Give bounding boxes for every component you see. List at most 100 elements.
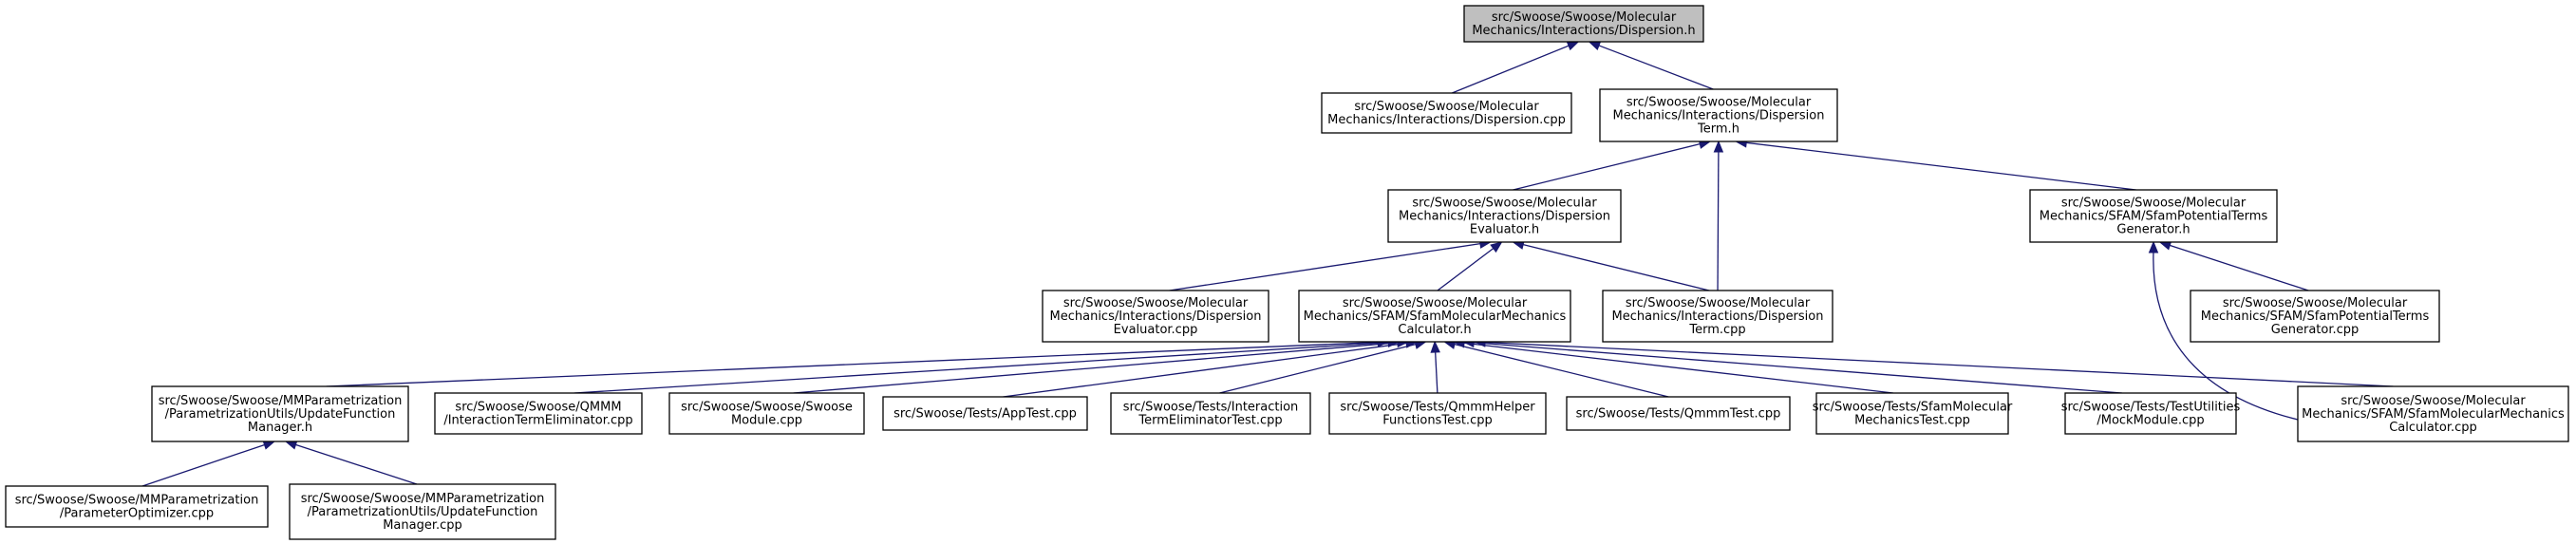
node-update-function-manager-cpp[interactable]: src/Swoose/Swoose/MMParametrization/Para…	[289, 483, 556, 540]
edge-line	[793, 342, 1399, 394]
edge-dispersion-evaluator-cpp-to-dispersion-evaluator-h	[1169, 238, 1493, 291]
node-label-line: src/Swoose/Tests/AppTest.cpp	[893, 407, 1077, 422]
edge-line	[1434, 350, 1438, 394]
node-parameter-optimizer-cpp[interactable]: src/Swoose/Swoose/MMParametrization/Para…	[5, 485, 269, 528]
edge-line	[1219, 343, 1418, 394]
node-label-line: Manager.cpp	[383, 518, 462, 533]
node-dispersion-term-h[interactable]: src/Swoose/Swoose/MolecularMechanics/Int…	[1599, 88, 1838, 142]
arrowhead-icon	[1490, 241, 1503, 253]
edge-line	[326, 341, 1380, 387]
edge-dispersion-term-cpp-to-dispersion-evaluator-h	[1512, 239, 1710, 291]
node-sfam-mm-calculator-h[interactable]: src/Swoose/Swoose/MolecularMechanics/SFA…	[1298, 290, 1571, 343]
node-box	[1321, 92, 1572, 134]
node-box	[5, 485, 269, 528]
node-label-line: src/Swoose/Swoose/Swoose	[681, 401, 853, 415]
node-label-line: src/Swoose/Swoose/MMParametrization	[159, 394, 403, 408]
edge-dispersion-cpp-to-dispersion-h	[1452, 41, 1580, 94]
arrowhead-icon	[1713, 140, 1724, 153]
edge-line	[294, 443, 418, 485]
edge-update-function-manager-h-to-sfam-mm-calculator-h	[326, 337, 1390, 387]
node-qmmm-test-cpp[interactable]: src/Swoose/Tests/QmmmTest.cpp	[1566, 396, 1791, 431]
node-label-line: src/Swoose/Swoose/Molecular	[2061, 197, 2247, 211]
edge-app-test-cpp-to-sfam-mm-calculator-h	[1003, 338, 1419, 398]
node-box	[1042, 290, 1269, 343]
edge-line	[1437, 247, 1495, 291]
edge-line	[1003, 342, 1408, 398]
node-label-line: Term.h	[1697, 122, 1739, 137]
node-sfam-molecular-mechanics-test-cpp[interactable]: src/Swoose/Tests/SfamMolecularMechanicsT…	[1813, 392, 2013, 435]
node-label-line: TermEliminatorTest.cpp	[1138, 414, 1282, 428]
node-label-line: Mechanics/SFAM/SfamPotentialTerms	[2040, 210, 2268, 224]
node-label-line: src/Swoose/Swoose/Molecular	[1626, 296, 1811, 310]
arrowhead-icon	[2148, 240, 2159, 253]
node-interaction-term-eliminator-cpp[interactable]: src/Swoose/Swoose/QMMM/InteractionTermEl…	[434, 392, 643, 435]
node-sfam-mm-calculator-cpp[interactable]: src/Swoose/Swoose/MolecularMechanics/SFA…	[2297, 385, 2569, 442]
node-label-line: src/Swoose/Swoose/Molecular	[1626, 96, 1812, 110]
node-box	[2029, 189, 2278, 243]
edge-line	[1453, 343, 1669, 398]
node-update-function-manager-h[interactable]: src/Swoose/Swoose/MMParametrization/Para…	[151, 385, 409, 442]
node-dispersion-cpp[interactable]: src/Swoose/Swoose/MolecularMechanics/Int…	[1321, 92, 1572, 134]
edge-line	[1513, 142, 1702, 191]
node-sfam-potential-terms-generator-cpp[interactable]: src/Swoose/Swoose/MolecularMechanics/SFA…	[2190, 290, 2440, 343]
node-label-line: /ParameterOptimizer.cpp	[60, 507, 214, 521]
node-label-line: Mechanics/Interactions/Dispersion.h	[1472, 24, 1695, 38]
edge-dispersion-term-h-to-dispersion-h	[1588, 41, 1714, 90]
edge-sfam-potential-terms-generator-h-to-dispersion-term-h	[1735, 138, 2136, 191]
node-box	[1602, 290, 1833, 343]
node-layer: src/Swoose/Swoose/MolecularMechanics/Int…	[5, 5, 2569, 540]
edge-sfam-mm-calculator-cpp-to-sfam-potential-terms-generator-h	[2148, 240, 2299, 421]
node-label-line: src/Swoose/Tests/QmmmHelper	[1340, 401, 1535, 415]
edge-sfam-mm-calculator-h-to-dispersion-evaluator-h	[1437, 241, 1503, 291]
node-label-line: src/Swoose/Tests/QmmmTest.cpp	[1576, 407, 1781, 422]
node-box	[882, 396, 1088, 431]
node-sfam-potential-terms-generator-h[interactable]: src/Swoose/Swoose/MolecularMechanics/SFA…	[2029, 189, 2278, 243]
node-mock-module-cpp[interactable]: src/Swoose/Tests/TestUtilities/MockModul…	[2061, 392, 2241, 435]
edge-update-function-manager-cpp-to-update-function-manager-h	[284, 440, 418, 485]
node-qmmm-helper-functions-test-cpp[interactable]: src/Swoose/Tests/QmmmHelperFunctionsTest…	[1328, 392, 1547, 435]
node-dispersion-h[interactable]: src/Swoose/Swoose/MolecularMechanics/Int…	[1463, 5, 1704, 43]
node-label-line: src/Swoose/Swoose/Molecular	[1343, 296, 1528, 310]
edge-line	[141, 443, 266, 487]
node-label-line: src/Swoose/Swoose/Molecular	[2341, 394, 2526, 408]
node-box	[668, 392, 865, 435]
node-box	[1387, 189, 1622, 243]
node-dispersion-evaluator-h[interactable]: src/Swoose/Swoose/MolecularMechanics/Int…	[1387, 189, 1622, 243]
node-label-line: Mechanics/SFAM/SfamPotentialTerms	[2201, 310, 2430, 324]
node-label-line: Mechanics/Interactions/Dispersion	[1613, 109, 1825, 123]
node-label-line: /ParametrizationUtils/UpdateFunction	[308, 505, 538, 519]
node-label-line: Manager.h	[248, 421, 312, 435]
node-label-line: Evaluator.h	[1470, 223, 1539, 237]
node-box	[1815, 392, 2009, 435]
node-label-line: src/Swoose/Tests/Interaction	[1123, 401, 1299, 415]
edge-dispersion-term-cpp-to-dispersion-term-h	[1713, 140, 1724, 291]
node-label-line: src/Swoose/Swoose/Molecular	[1063, 296, 1249, 310]
node-box	[434, 392, 643, 435]
node-dispersion-evaluator-cpp[interactable]: src/Swoose/Swoose/MolecularMechanics/Int…	[1042, 290, 1269, 343]
node-dispersion-term-cpp[interactable]: src/Swoose/Swoose/MolecularMechanics/Int…	[1602, 290, 1833, 343]
node-label-line: Generator.h	[2116, 223, 2190, 237]
node-box	[1110, 392, 1311, 435]
edge-line	[573, 341, 1390, 394]
node-label-line: src/Swoose/Tests/SfamMolecular	[1813, 401, 2013, 415]
node-box	[2297, 385, 2569, 442]
edge-line	[1169, 242, 1482, 291]
node-box	[2190, 290, 2440, 343]
node-label-line: src/Swoose/Swoose/Molecular	[1492, 10, 1677, 25]
node-label-line: src/Swoose/Swoose/Molecular	[1412, 197, 1597, 211]
node-app-test-cpp[interactable]: src/Swoose/Tests/AppTest.cpp	[882, 396, 1088, 431]
node-label-line: /InteractionTermEliminator.cpp	[443, 414, 632, 428]
node-label-line: Term.cpp	[1688, 323, 1745, 337]
node-label-line: Calculator.h	[1398, 323, 1471, 337]
edge-line	[1717, 150, 1720, 291]
node-label-line: Calculator.cpp	[2389, 421, 2477, 435]
node-box	[2064, 392, 2237, 435]
edge-sfam-mm-calculator-cpp-to-sfam-mm-calculator-h	[1473, 337, 2394, 387]
node-box	[289, 483, 556, 540]
node-interaction-term-eliminator-test-cpp[interactable]: src/Swoose/Tests/InteractionTermEliminat…	[1110, 392, 1311, 435]
node-box	[151, 385, 409, 442]
node-box	[1463, 5, 1704, 43]
edge-line	[1597, 44, 1714, 90]
edge-qmmm-helper-functions-test-cpp-to-sfam-mm-calculator-h	[1430, 340, 1440, 394]
